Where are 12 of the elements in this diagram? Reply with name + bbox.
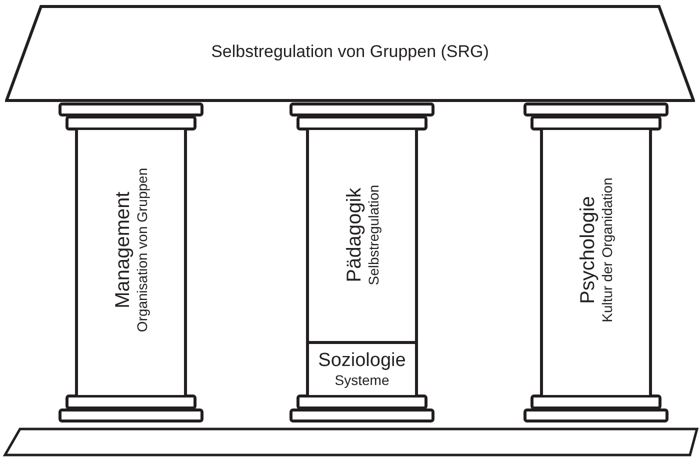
pillar-subtitle: Selbstregulation	[364, 184, 382, 286]
pillar-heading: Psychologie	[576, 196, 599, 304]
pillar-shaft	[306, 130, 418, 395]
pillar-subtitle: Kultur der Organidation	[598, 178, 616, 322]
panel-subtitle: Systeme	[334, 372, 390, 388]
pillar-shaft	[540, 130, 652, 395]
pillar-heading: Management	[112, 192, 134, 308]
pillar-heading: Pädagogik	[342, 188, 365, 282]
panel-heading: Soziologie	[318, 350, 406, 372]
pillar-subtitle: Organisation von Gruppen	[134, 168, 150, 332]
pillar-shaft	[75, 130, 187, 395]
roof-title: Selbstregulation von Gruppen (SRG)	[211, 43, 489, 62]
